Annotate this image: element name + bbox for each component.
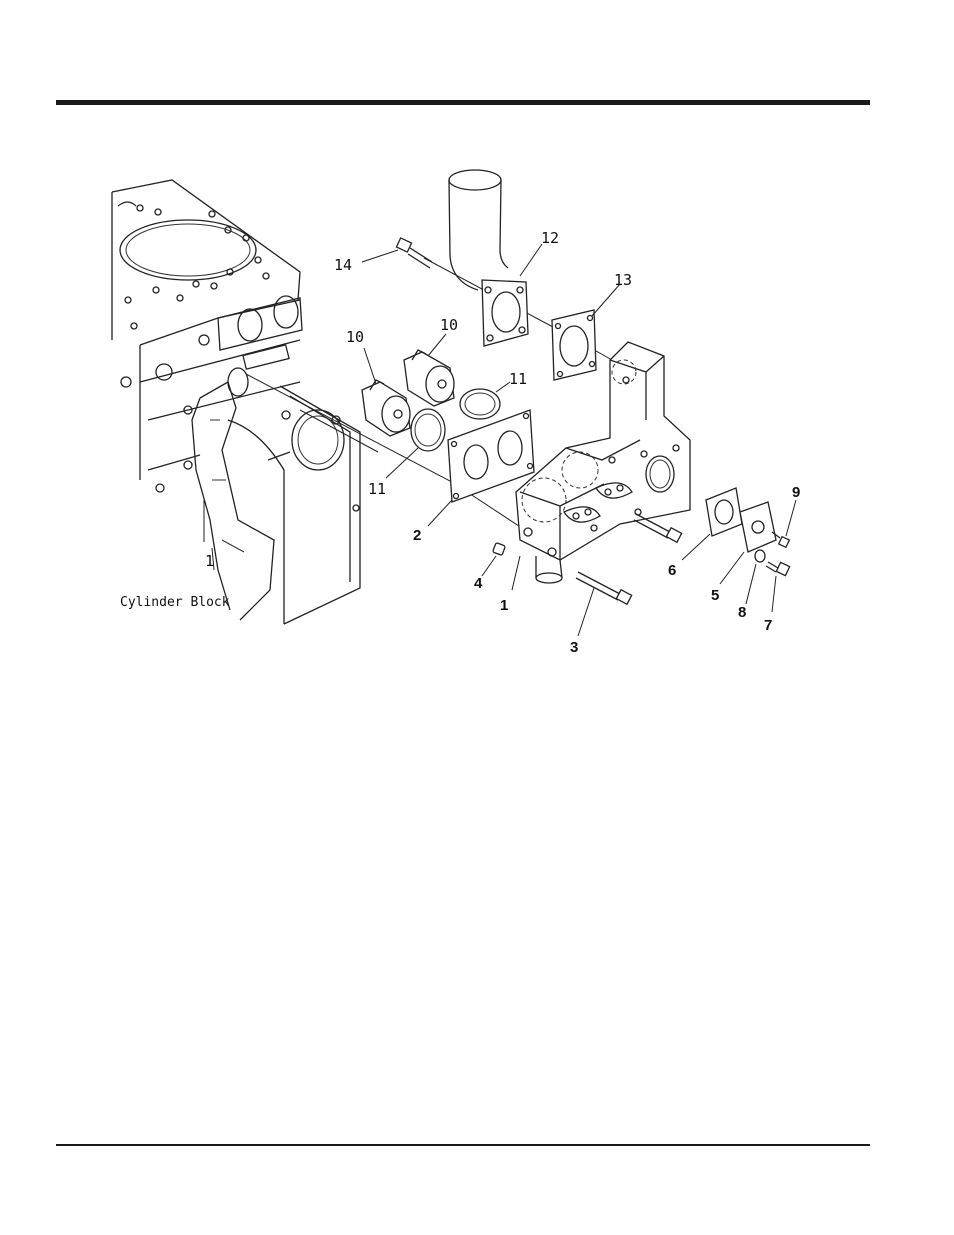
cover-part-5	[740, 502, 776, 552]
callout-2: 2	[413, 527, 421, 544]
callout-14: 14	[334, 256, 352, 274]
cylinder-block	[112, 180, 360, 624]
washer-part-8	[755, 550, 765, 562]
seal-ring-right	[460, 389, 500, 419]
callout-1: 1	[500, 597, 508, 614]
callout-6: 6	[668, 562, 676, 579]
gasket-part-6	[706, 488, 742, 536]
callout-12: 12	[541, 229, 559, 247]
cylinder-block-label: Cylinder Block	[120, 595, 230, 610]
thermostat-housing	[516, 342, 690, 583]
bolt-part-14	[396, 238, 432, 268]
callout-13: 13	[614, 271, 632, 289]
callout-9: 9	[792, 484, 800, 501]
bottom-rule	[56, 1144, 870, 1146]
callout-7: 7	[764, 617, 772, 634]
callout-11-right: 11	[509, 370, 527, 388]
thermostat-left	[362, 380, 410, 436]
gasket-part-13	[552, 310, 596, 380]
bolt-part-3	[576, 572, 632, 604]
callout-4: 4	[474, 575, 483, 592]
water-outlet-elbow	[449, 170, 528, 346]
plug-part-4	[493, 543, 506, 556]
seal-ring-left	[411, 409, 445, 451]
callout-10-left: 10	[346, 328, 364, 346]
callout-10-right: 10	[440, 316, 458, 334]
callout-11-left: 11	[368, 480, 386, 498]
callout-5: 5	[711, 587, 719, 604]
callout-1-block: 1	[205, 552, 214, 570]
callout-3: 3	[570, 639, 578, 656]
thermostat-right	[404, 350, 454, 406]
callout-8: 8	[738, 604, 746, 621]
bolt-part-7	[766, 562, 790, 576]
